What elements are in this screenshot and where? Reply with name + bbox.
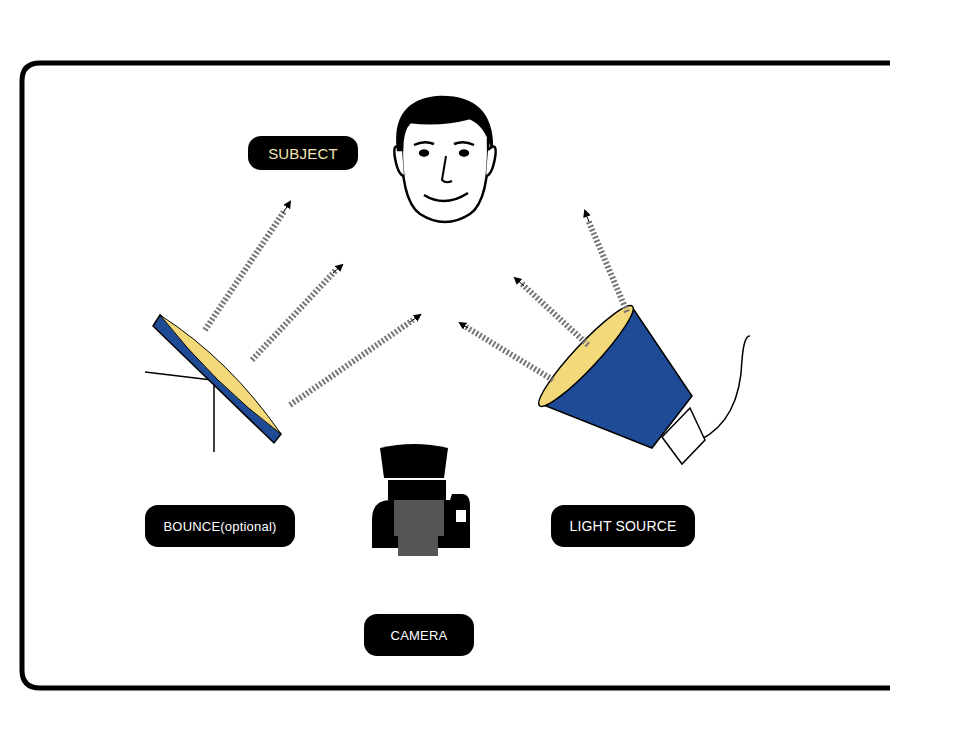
subject-face (394, 97, 495, 222)
camera-icon (372, 444, 470, 556)
bounce-reflector (145, 315, 281, 452)
label-text: SUBJECT (268, 145, 338, 162)
bounce-label: BOUNCE(optional) (145, 505, 295, 547)
label-text: BOUNCE(optional) (163, 519, 276, 534)
label-text: LIGHT SOURCE (569, 518, 676, 534)
light-source-label: LIGHT SOURCE (551, 505, 695, 547)
light-rays (205, 210, 627, 405)
camera-label: CAMERA (364, 614, 474, 656)
label-text: CAMERA (391, 628, 448, 643)
subject-label: SUBJECT (248, 136, 358, 170)
ray-heads (283, 202, 589, 328)
frame (22, 63, 890, 688)
